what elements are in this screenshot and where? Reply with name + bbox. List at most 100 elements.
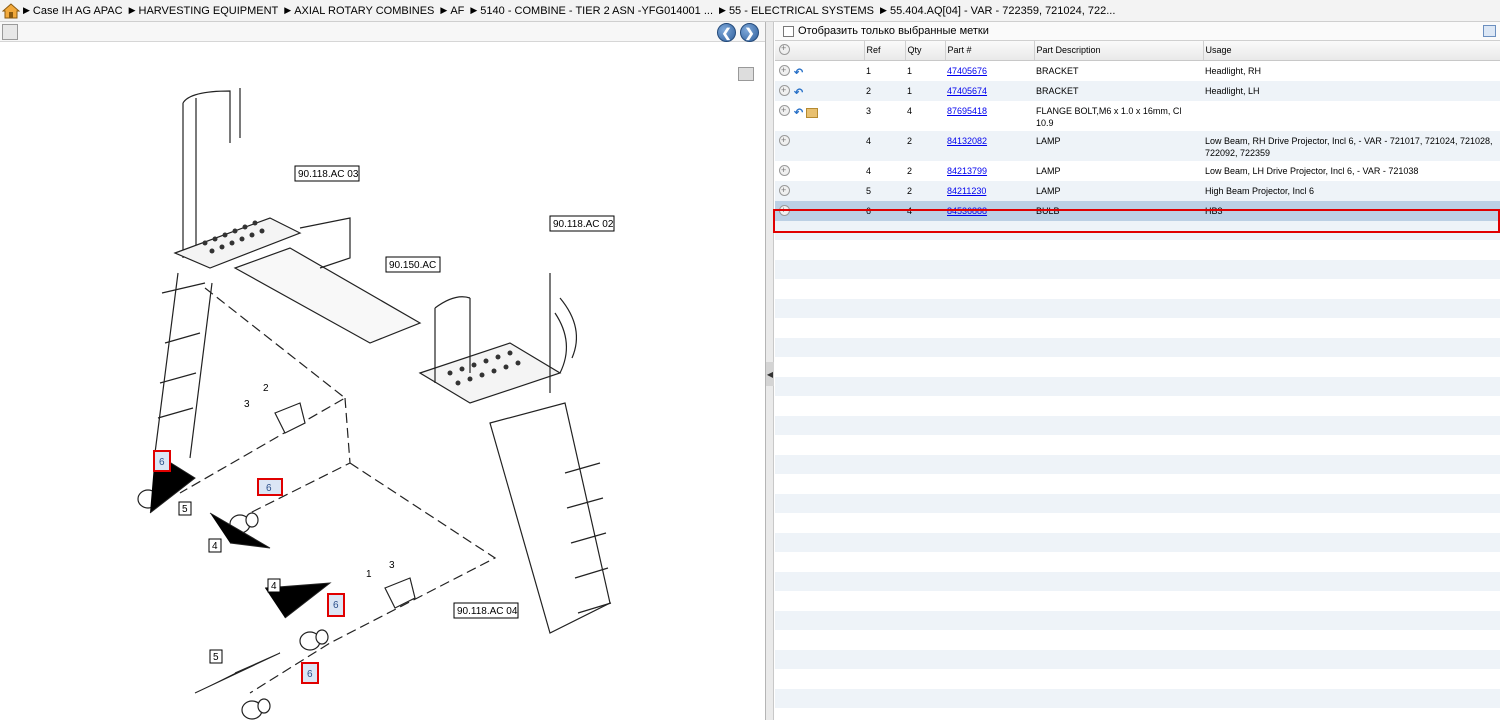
return-arrow-icon[interactable]: ↶ [794,86,804,99]
empty-cell [775,630,864,650]
selected-only-label: Отобразить только выбранные метки [798,25,989,37]
empty-cell [1034,240,1203,260]
empty-cell [775,708,864,728]
empty-row [775,552,1500,572]
breadcrumb-label: HARVESTING EQUIPMENT [138,4,279,17]
cell-desc: BRACKET [1036,65,1079,76]
empty-cell [905,318,945,338]
empty-cell [905,708,945,728]
plus-circle-icon[interactable] [779,164,790,176]
breadcrumb-item[interactable]: ▶AXIAL ROTARY COMBINES [284,5,434,17]
breadcrumb-arrow-icon: ▶ [880,5,887,15]
empty-cell [905,240,945,260]
empty-cell [1034,552,1203,572]
empty-row [775,415,1500,435]
empty-cell [1034,279,1203,299]
part-number-link[interactable]: 87695418 [947,105,988,116]
empty-cell [1203,435,1500,455]
empty-cell [945,435,1034,455]
empty-cell [945,649,1034,669]
cell-usage: HB3 [1203,200,1500,221]
plus-circle-icon[interactable] [779,104,790,116]
export-icon[interactable] [2,24,18,40]
empty-cell [775,415,864,435]
plus-circle-icon[interactable] [779,184,790,196]
empty-cell [864,357,905,377]
home-icon[interactable] [1,2,21,20]
empty-cell [775,435,864,455]
column-header-usage[interactable]: Usage [1203,41,1500,61]
part-number-link[interactable]: 84132082 [947,135,988,146]
column-header-desc[interactable]: Part Description [1034,41,1204,61]
grid-settings-icon[interactable] [1483,25,1496,37]
return-arrow-icon[interactable]: ↶ [794,106,804,119]
part-number-link[interactable]: 47405674 [947,85,988,96]
row-icons [775,180,864,201]
plus-circle-icon[interactable] [779,204,790,216]
plus-circle-icon[interactable] [779,64,790,76]
empty-cell [945,571,1034,591]
empty-cell [1034,415,1203,435]
empty-cell [1203,357,1500,377]
breadcrumb-item[interactable]: ▶AF [440,5,464,17]
empty-row [775,240,1500,260]
part-number-link[interactable]: 84213799 [947,165,988,176]
row-icons [775,161,864,181]
collapse-handle-icon[interactable]: ◀ [766,362,774,386]
empty-cell [945,532,1034,552]
parts-diagram[interactable]: 90.118.AC 03 90.118.AC 02 90.150.AC 90.1… [0,43,765,720]
part-number-link[interactable]: 84536888 [947,205,988,216]
cell-part: 84213799 [945,161,1034,181]
return-arrow-icon[interactable]: ↶ [794,66,804,79]
empty-cell [864,298,905,318]
empty-cell [1203,493,1500,513]
empty-cell [945,396,1034,416]
empty-cell [1034,298,1203,318]
empty-cell [1203,532,1500,552]
box-icon[interactable] [806,108,819,119]
fullscreen-icon[interactable] [738,67,754,81]
empty-cell [1203,337,1500,357]
expand-all-header[interactable] [775,41,865,61]
empty-cell [1034,318,1203,338]
breadcrumb-item[interactable]: ▶HARVESTING EQUIPMENT [129,5,279,17]
cell-desc: BRACKET [1034,80,1203,101]
empty-cell [864,259,905,279]
empty-cell [775,279,864,299]
back-button[interactable]: ❮ [717,23,736,42]
cell-usage: Headlight, LH [1203,80,1500,101]
breadcrumb-item[interactable]: ▶5140 - COMBINE - TIER 2 ASN -YFG014001 … [470,5,713,17]
column-header-qty[interactable]: Qty [905,41,946,61]
empty-cell [905,649,945,669]
plus-circle-icon[interactable] [779,134,790,146]
part-number-link[interactable]: 84211230 [947,185,987,196]
plus-circle-icon[interactable] [779,43,790,55]
pane-splitter[interactable]: ◀ [766,22,774,720]
cell-usage: Headlight, RH [1205,65,1262,76]
breadcrumb-item[interactable]: ▶55.404.AQ[04] - VAR - 722359, 721024, 7… [880,5,1115,17]
empty-cell [1034,337,1203,357]
column-header-part[interactable]: Part # [945,41,1035,61]
empty-cell [905,552,945,572]
column-header-ref[interactable]: Ref [864,41,906,61]
breadcrumb-item[interactable]: ▶Case IH AG APAC [23,5,123,17]
selected-only-checkbox[interactable] [783,25,794,37]
empty-cell [1034,649,1203,669]
empty-cell [1034,220,1203,240]
breadcrumb-item[interactable]: ▶55 - ELECTRICAL SYSTEMS [719,5,874,17]
part-number-link[interactable]: 47405676 [947,65,988,76]
empty-cell [1034,571,1203,591]
forward-button[interactable]: ❯ [740,23,759,42]
plus-circle-icon[interactable] [779,84,790,96]
empty-cell [775,474,864,494]
empty-row [775,298,1500,318]
empty-row [775,376,1500,396]
empty-cell [775,552,864,572]
